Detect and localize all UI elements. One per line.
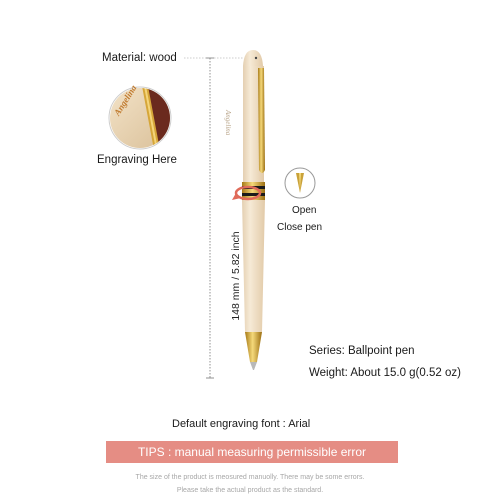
tips-note-line-2: Please take the actual product as the st… bbox=[176, 487, 324, 494]
dimension-label: 148 mm / 5.82 inch bbox=[230, 231, 242, 321]
material-label: Material: wood bbox=[102, 52, 177, 64]
open-close-closeup-image bbox=[284, 167, 316, 199]
engraving-here-label: Engraving Here bbox=[97, 154, 177, 166]
open-label: Open bbox=[292, 205, 317, 216]
engraving-closeup-image bbox=[108, 86, 172, 150]
default-font-label: Default engraving font : Arial bbox=[172, 418, 311, 430]
tips-banner: TIPS : manual measuring permissible erro… bbox=[106, 441, 398, 463]
series-label: Series: Ballpoint pen bbox=[309, 345, 415, 357]
rotate-arrow-icon bbox=[232, 185, 262, 201]
pen-engraving-text: Angelina bbox=[224, 110, 232, 136]
tips-note-line-1: The size of the product is meosured manu… bbox=[135, 474, 365, 481]
weight-label: Weight: About 15.0 g(0.52 oz) bbox=[309, 367, 461, 379]
close-pen-label: Close pen bbox=[277, 222, 323, 233]
pen-image bbox=[242, 50, 265, 370]
